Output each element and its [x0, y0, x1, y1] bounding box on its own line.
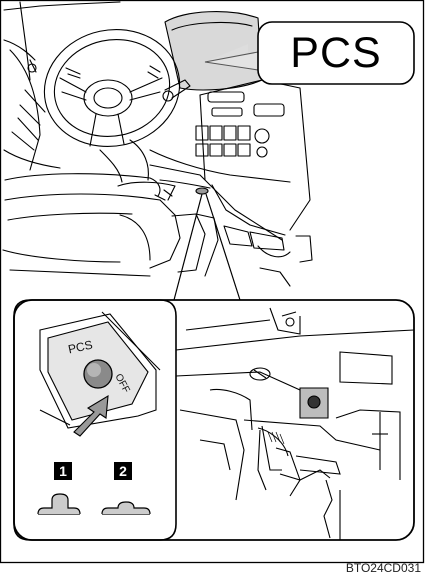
figure-code: BTO24CD031 [346, 561, 421, 575]
step-2-badge: 2 [114, 462, 132, 480]
pcs-indicator-label: PCS [258, 22, 414, 84]
pcs-switch-location [196, 188, 208, 194]
step-1-badge: 1 [54, 462, 72, 480]
